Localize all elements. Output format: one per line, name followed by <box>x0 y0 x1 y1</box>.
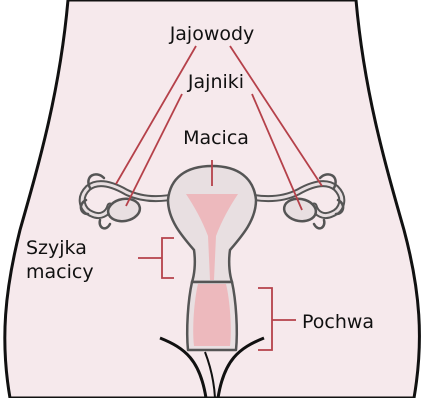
label-macica: Macica <box>183 127 249 149</box>
label-szyjka-line1: Szyjka <box>26 237 87 259</box>
vaginal-canal <box>193 284 231 346</box>
label-jajniki: Jajniki <box>187 71 244 93</box>
label-jajowody: Jajowody <box>169 23 255 45</box>
label-szyjka-line2: macicy <box>26 261 94 283</box>
label-pochwa: Pochwa <box>302 311 374 333</box>
